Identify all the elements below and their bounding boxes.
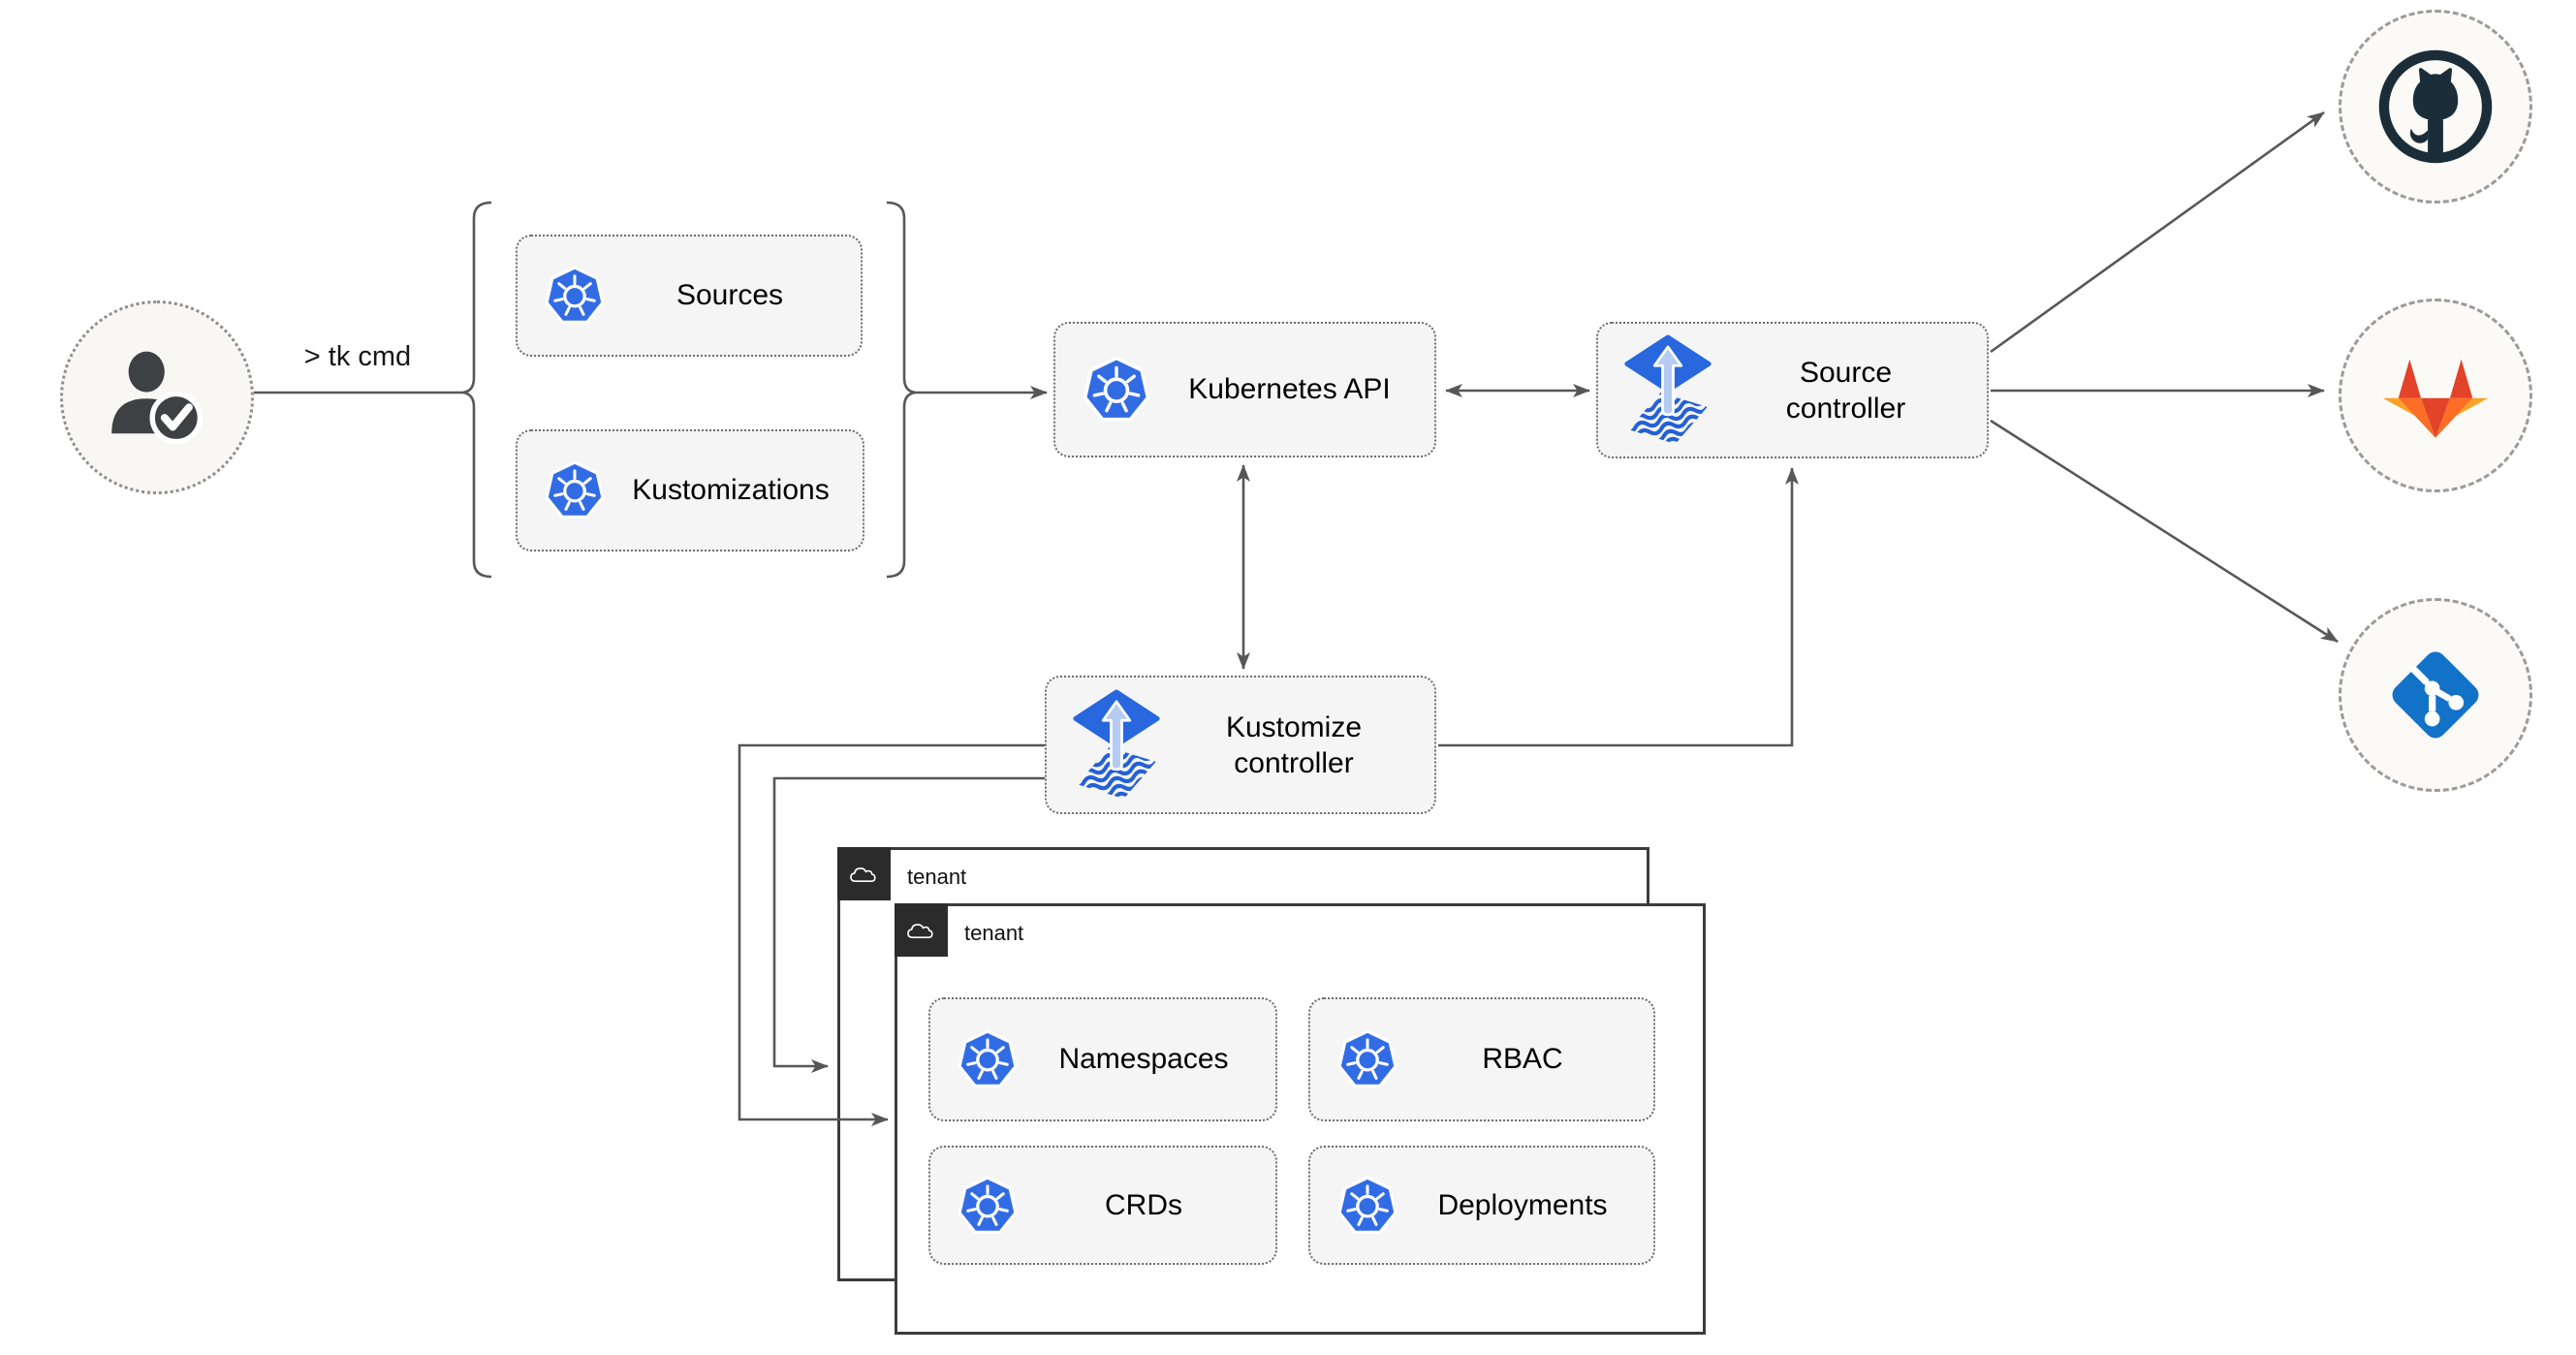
kubernetes-icon (1335, 1174, 1399, 1238)
kustomize-controller-node: Kustomize controller (1045, 676, 1436, 814)
sources-node: Sources (516, 235, 863, 357)
flux-icon (1623, 334, 1712, 447)
left-brace (461, 201, 492, 579)
source-controller-label: Source controller (1785, 356, 1906, 425)
crds-label: CRDs (1105, 1188, 1182, 1221)
edge-source-to-git (1990, 419, 2339, 644)
kubernetes-icon (956, 1027, 1020, 1091)
edge-source-to-github (1990, 110, 2325, 354)
gitlab-icon (2376, 342, 2495, 450)
kubernetes-api-node: Kubernetes API (1053, 322, 1436, 457)
tenant-header (895, 903, 948, 957)
kustomizations-label: Kustomizations (632, 474, 830, 506)
gitlab-node (2339, 299, 2532, 492)
rbac-node: RBAC (1308, 997, 1655, 1121)
crds-node: CRDs (928, 1146, 1277, 1265)
source-controller-node: Source controller (1596, 322, 1989, 458)
tenant-title: tenant (964, 921, 1024, 945)
kubernetes-icon (543, 458, 607, 522)
kustomize-controller-label: Kustomize controller (1225, 710, 1363, 779)
deployments-label: Deployments (1437, 1188, 1608, 1221)
namespaces-node: Namespaces (928, 997, 1277, 1121)
kubernetes-icon (1081, 354, 1152, 425)
right-brace (886, 201, 917, 579)
tk-cmd-label: > tk cmd (303, 341, 412, 372)
edge-kustomize-to-source (1438, 467, 1799, 747)
kubernetes-icon (543, 264, 607, 328)
kubernetes-icon (1335, 1027, 1399, 1091)
deployments-node: Deployments (1308, 1146, 1655, 1265)
tenant-header (837, 847, 891, 900)
flux-icon (1072, 689, 1161, 802)
kubernetes-api-label: Kubernetes API (1188, 373, 1391, 405)
sources-label: Sources (675, 279, 784, 311)
user-check-icon (99, 339, 215, 456)
kustomizations-node: Kustomizations (516, 429, 864, 551)
user-node (60, 300, 254, 494)
cloud-icon (847, 862, 882, 887)
rbac-label: RBAC (1482, 1043, 1563, 1075)
tenant-title: tenant (907, 865, 967, 889)
cloud-icon (904, 918, 939, 943)
github-icon (2376, 47, 2495, 166)
git-icon (2381, 641, 2490, 749)
github-node (2339, 10, 2532, 204)
git-node (2339, 598, 2532, 792)
kubernetes-icon (956, 1174, 1020, 1238)
namespaces-label: Namespaces (1058, 1043, 1229, 1075)
